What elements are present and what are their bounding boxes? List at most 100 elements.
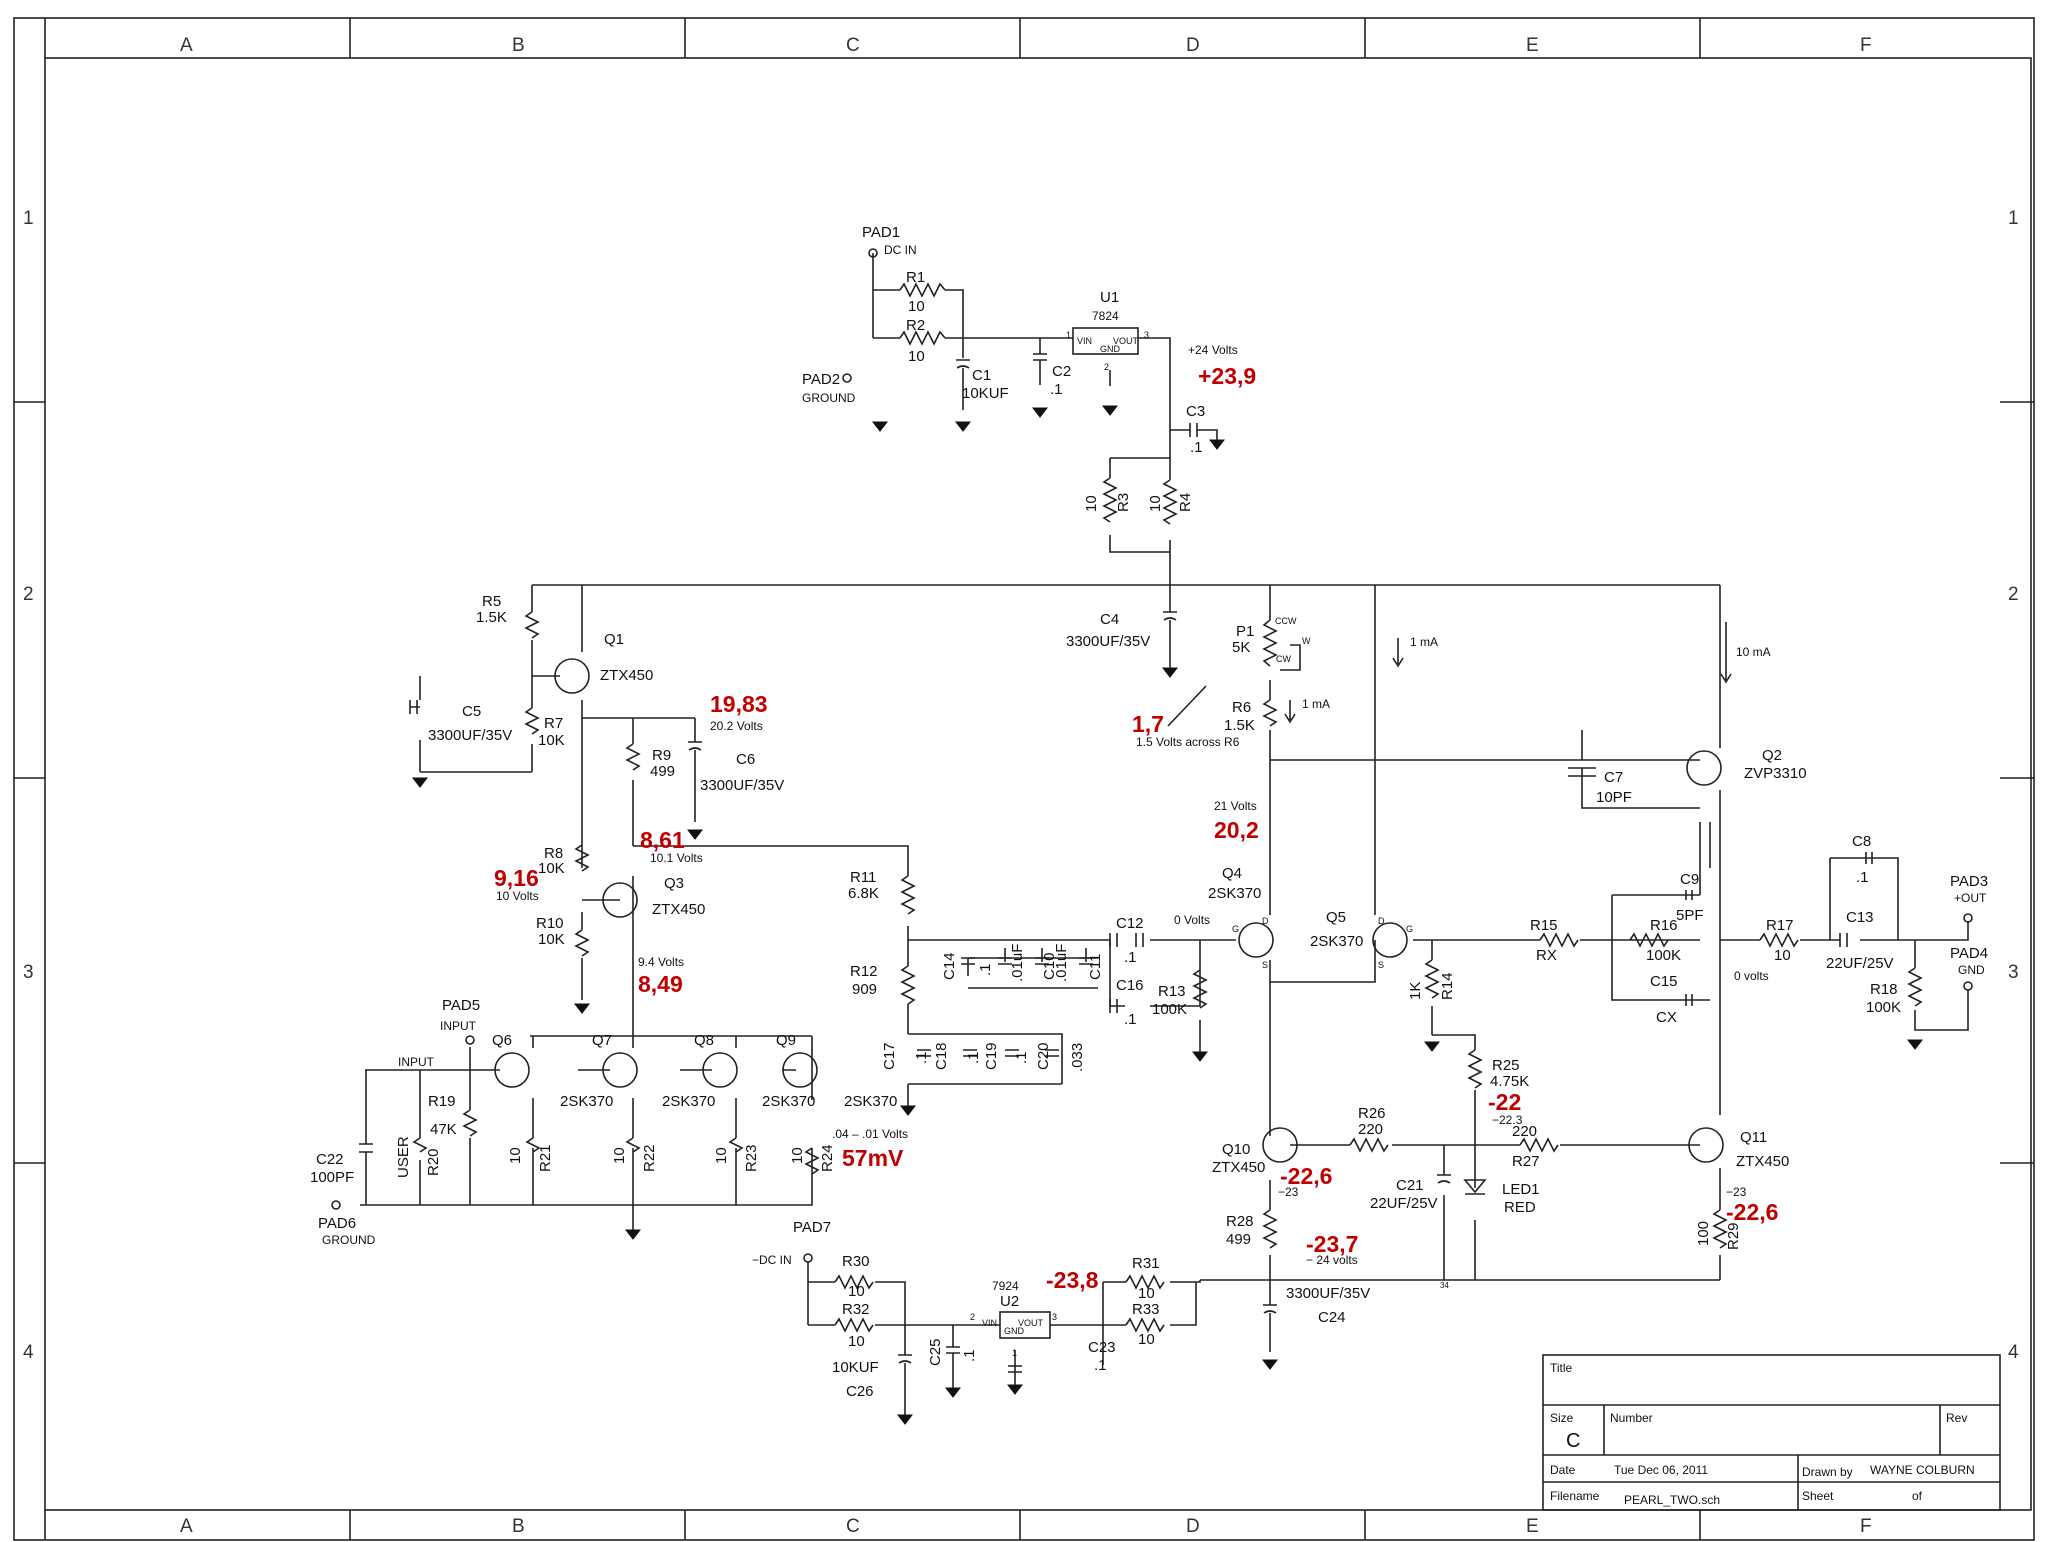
u1-label: U1 xyxy=(1100,289,1119,306)
u1-part: 7824 xyxy=(1092,309,1119,323)
note-plus24: +24 Volts xyxy=(1188,343,1238,357)
q9-ref: Q9 xyxy=(776,1032,796,1049)
q11-ref: Q11 xyxy=(1740,1129,1767,1146)
measured-value-2: 19,83 xyxy=(710,691,768,717)
r31-ref: R31 xyxy=(1132,1255,1160,1272)
r1-value: 10 xyxy=(908,298,925,315)
r22-value: 10 xyxy=(611,1147,628,1164)
r24-value: 10 xyxy=(789,1147,806,1164)
size-value: C xyxy=(1566,1430,1580,1452)
q5-pin-d: D xyxy=(1378,916,1385,926)
pad5-label: PAD5 xyxy=(442,997,480,1014)
r19-value: 47K xyxy=(430,1121,457,1138)
r8-ref: R8 xyxy=(544,845,563,862)
r33-ref: R33 xyxy=(1132,1301,1160,1318)
c6-value: 3300UF/35V xyxy=(700,777,784,794)
q3-ref: Q3 xyxy=(664,875,684,892)
p1-wiper: W xyxy=(1302,636,1311,646)
col-label-d: D xyxy=(1186,35,1200,56)
q11-part: ZTX450 xyxy=(1736,1153,1789,1170)
pad5-note: INPUT xyxy=(440,1019,477,1033)
note-minus223: −22.3 xyxy=(1492,1113,1523,1127)
u1-pin2: 2 xyxy=(1104,362,1109,372)
r6-ref: R6 xyxy=(1232,699,1251,716)
r25-ref: R25 xyxy=(1492,1057,1520,1074)
q5-ref: Q5 xyxy=(1326,909,1346,926)
u1-pin3: 3 xyxy=(1144,330,1149,340)
r20-ref: R20 xyxy=(425,1148,442,1176)
c14-value: .1 xyxy=(977,963,994,976)
date-label: Date xyxy=(1550,1463,1576,1477)
q8-part: 2SK370 xyxy=(662,1093,715,1110)
r10-value: 10K xyxy=(538,931,565,948)
drawn-by-value: WAYNE COLBURN xyxy=(1870,1463,1975,1477)
c4-ref: C4 xyxy=(1100,611,1119,628)
note-v0b: 0 volts xyxy=(1734,969,1769,983)
measured-value-10: -22,6 xyxy=(1280,1163,1332,1189)
r14-ref: R14 xyxy=(1439,972,1456,1000)
q4-pin-s: S xyxy=(1262,960,1268,970)
component-symbols xyxy=(331,248,1973,1388)
pad4-note: GND xyxy=(1958,963,1985,977)
pad7-label: PAD7 xyxy=(793,1219,831,1236)
u1-vout: VOUT xyxy=(1113,336,1139,346)
r31-value: 10 xyxy=(1138,1285,1155,1302)
r27-ref: R27 xyxy=(1512,1153,1540,1170)
c15-value: CX xyxy=(1656,1009,1677,1026)
note-v0a: 0 Volts xyxy=(1174,913,1210,927)
u2-label: U2 xyxy=(1000,1293,1019,1310)
col-label-a-bottom: A xyxy=(180,1516,193,1537)
c4-value: 3300UF/35V xyxy=(1066,633,1150,650)
c20-value: .033 xyxy=(1069,1043,1086,1072)
number-label: Number xyxy=(1610,1411,1653,1425)
c16-value: .1 xyxy=(1124,1011,1137,1028)
u2-vout: VOUT xyxy=(1018,1318,1044,1328)
measured-value-8: 57mV xyxy=(842,1145,904,1171)
r19-ref: R19 xyxy=(428,1093,456,1110)
led1-color: RED xyxy=(1504,1199,1536,1216)
r9-ref: R9 xyxy=(652,747,671,764)
q5-pin-g: G xyxy=(1406,924,1413,934)
measured-value-5: 9,16 xyxy=(494,865,539,891)
r29-ref: R29 xyxy=(1725,1222,1742,1250)
c14-ref: C14 xyxy=(941,952,958,980)
q3-part: ZTX450 xyxy=(652,901,705,918)
measured-value-1: +23,9 xyxy=(1198,363,1256,389)
measured-value-12: -23,7 xyxy=(1306,1231,1358,1257)
c23-value: .1 xyxy=(1094,1357,1107,1374)
c9-ref: C9 xyxy=(1680,871,1699,888)
r14-value: 1K xyxy=(1407,982,1424,1000)
r10-ref: R10 xyxy=(536,915,564,932)
u1-pin1: 1 xyxy=(1066,330,1071,340)
drawn-by-label: Drawn by xyxy=(1802,1465,1853,1479)
c22-value: 100PF xyxy=(310,1169,354,1186)
c12-value: .1 xyxy=(1124,949,1137,966)
r26-value: 220 xyxy=(1358,1121,1383,1138)
c7-value: 10PF xyxy=(1596,789,1632,806)
r23-ref: R23 xyxy=(743,1144,760,1172)
q10-ref: Q10 xyxy=(1222,1141,1250,1158)
col-label-b-bottom: B xyxy=(512,1516,525,1537)
q1-part: ZTX450 xyxy=(600,667,653,684)
pad6-label: PAD6 xyxy=(318,1215,356,1232)
r12-value: 909 xyxy=(852,981,877,998)
c11-ref: C11 xyxy=(1087,954,1104,980)
measured-value-11: -22,6 xyxy=(1726,1199,1778,1225)
q6-ref: Q6 xyxy=(492,1032,512,1049)
c8-value: .1 xyxy=(1856,869,1869,886)
pad2-label: PAD2 xyxy=(802,371,840,388)
u2-pin1: 1 xyxy=(1012,1348,1017,1358)
r12-ref: R12 xyxy=(850,963,878,980)
col-label-b: B xyxy=(512,35,525,56)
r17-ref: R17 xyxy=(1766,917,1794,934)
r15-value: RX xyxy=(1536,947,1557,964)
col-label-e-bottom: E xyxy=(1526,1516,1539,1537)
note-v202: 20.2 Volts xyxy=(710,719,763,733)
note-minus23b: −23 xyxy=(1726,1185,1747,1199)
col-label-c-bottom: C xyxy=(846,1516,860,1537)
row-label-3: 3 xyxy=(23,962,34,983)
c01-value: .01uF xyxy=(1053,944,1070,982)
measured-value-4: 8,61 xyxy=(640,827,685,853)
c24-ref: C24 xyxy=(1318,1309,1346,1326)
c20-ref: C20 xyxy=(1035,1042,1052,1070)
